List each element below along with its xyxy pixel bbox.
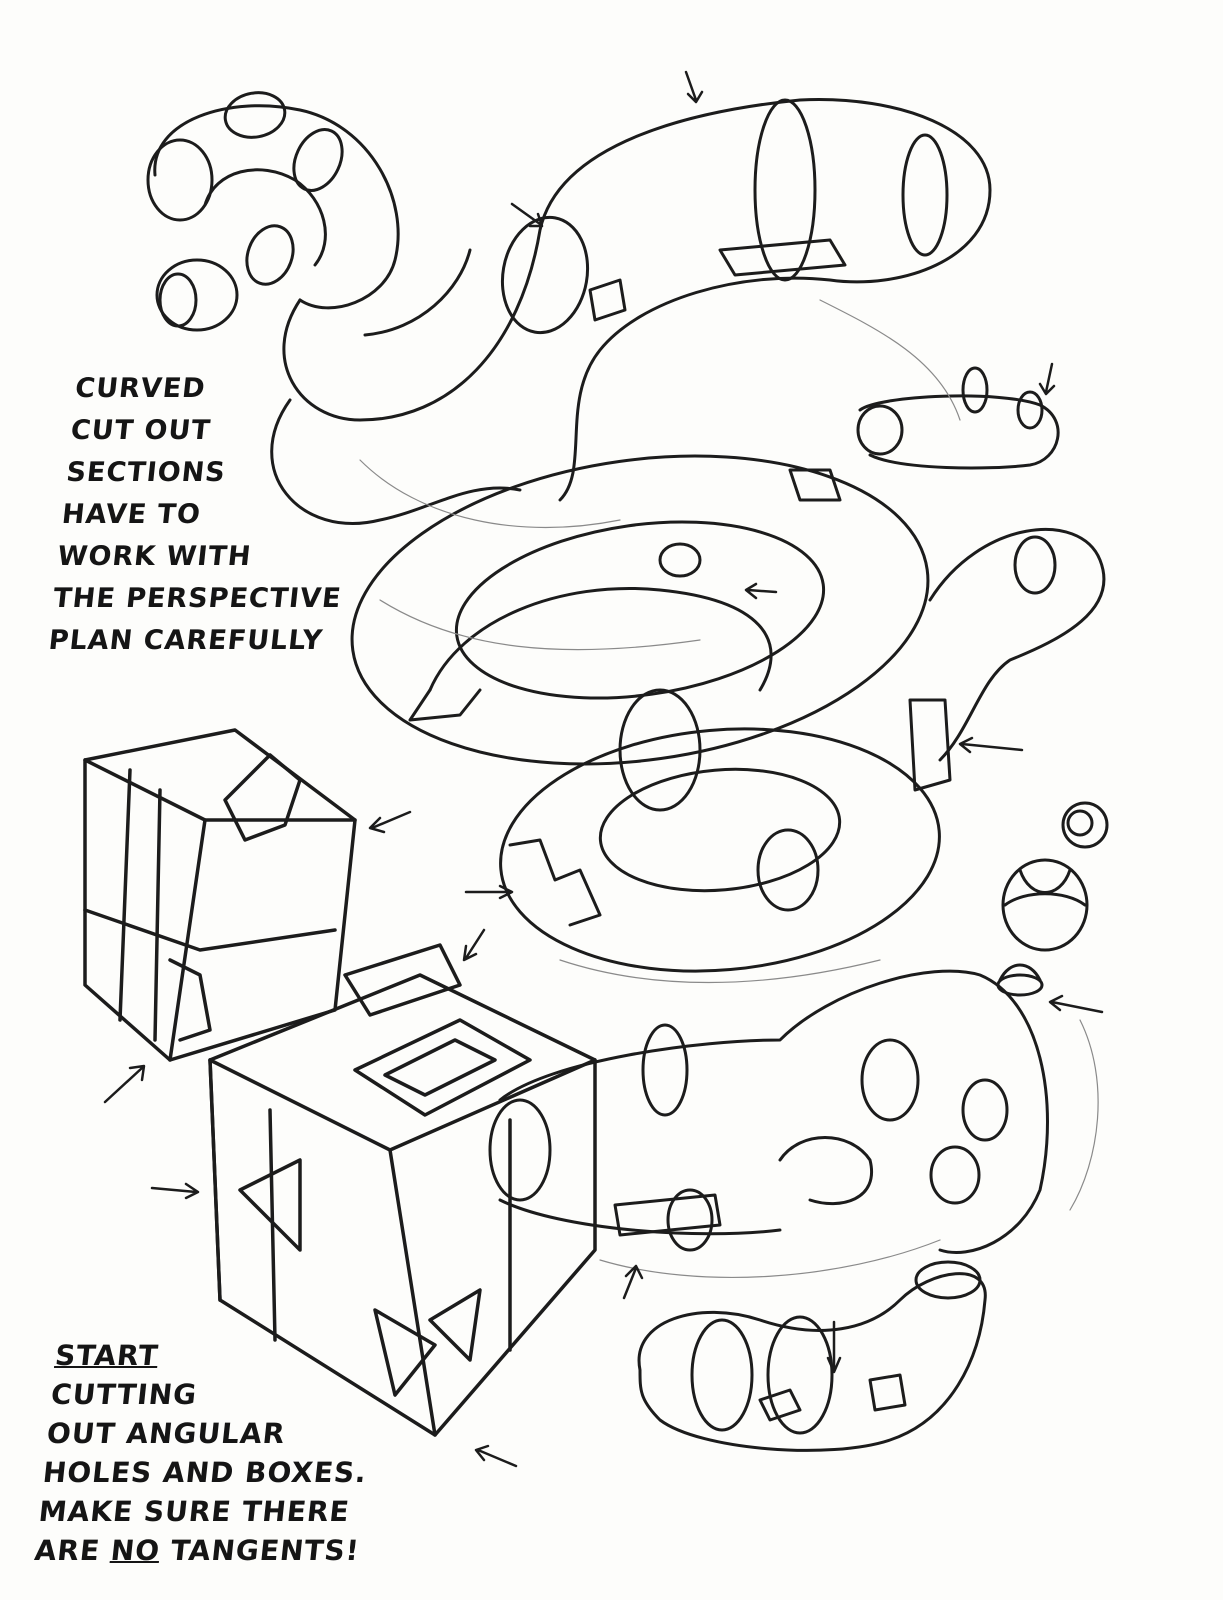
note-text: TANGENTS! <box>158 1534 362 1567</box>
lower-ring <box>499 688 941 973</box>
note-line: HAVE TO <box>60 499 203 530</box>
note-line: HOLES AND BOXES. <box>41 1456 369 1489</box>
note-line: PLAN CAREFULLY <box>47 625 325 656</box>
note-emphasis: NO <box>109 1534 162 1567</box>
note-line: THE PERSPECTIVE <box>51 583 344 614</box>
note-line: WORK WITH <box>56 541 253 572</box>
right-tubes <box>856 366 1106 792</box>
spheres <box>1001 801 1109 952</box>
central-ring <box>350 454 930 766</box>
note-text: ARE <box>33 1534 113 1567</box>
note-line: CUT OUT <box>69 415 213 446</box>
boxes <box>83 728 597 1437</box>
note-line: SECTIONS <box>64 457 228 488</box>
s-curve-tube <box>270 98 992 525</box>
bottom-tube <box>488 963 1049 1254</box>
note-line: START <box>53 1339 161 1372</box>
curly-tube-top-left <box>146 91 400 332</box>
note-angular-holes: START CUTTING OUT ANGULAR HOLES AND BOXE… <box>33 1336 382 1570</box>
arrows <box>103 70 1104 1468</box>
note-line: CUTTING <box>49 1378 199 1411</box>
note-line: OUT ANGULAR <box>45 1417 288 1450</box>
construction-lines <box>359 299 1099 1278</box>
bottom-curl <box>637 1260 987 1452</box>
note-line-last: ARE NO TANGENTS! <box>33 1531 362 1570</box>
note-line: CURVED <box>73 373 208 404</box>
note-curved-sections: CURVED CUT OUT SECTIONS HAVE TO WORK WIT… <box>47 368 366 662</box>
note-line: MAKE SURE THERE <box>37 1495 352 1528</box>
